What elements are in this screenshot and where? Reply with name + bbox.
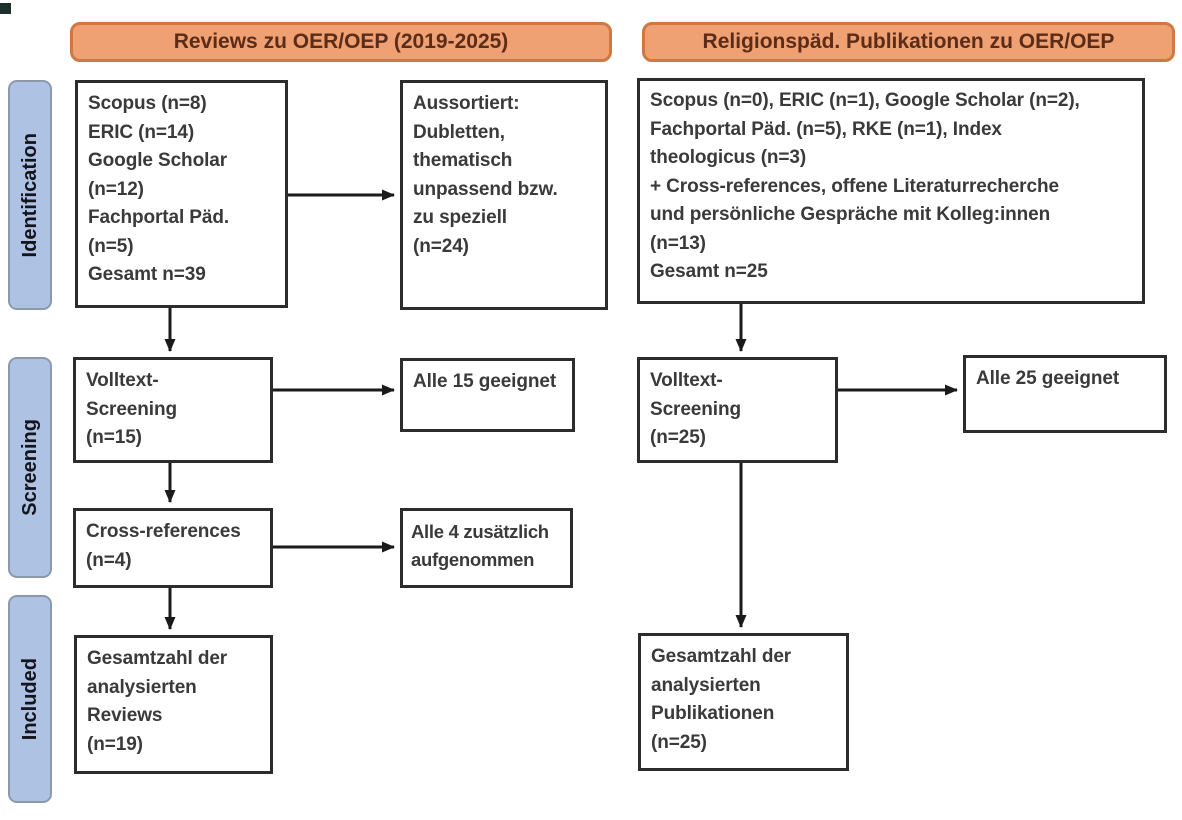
box-left-cross-references-result: Alle 4 zusätzlich aufgenommen <box>400 508 573 588</box>
box-left-cross-references: Cross-references (n=4) <box>73 508 273 588</box>
stage-included: Included <box>8 595 52 803</box>
box-left-fulltext-result: Alle 15 geeignet <box>400 358 575 432</box>
column-header-religionspaed: Religionspäd. Publikationen zu OER/OEP <box>642 22 1175 62</box>
corner-mark <box>0 3 11 14</box>
stage-included-label: Included <box>18 657 41 741</box>
box-right-fulltext-result: Alle 25 geeignet <box>963 355 1167 433</box>
column-header-reviews: Reviews zu OER/OEP (2019-2025) <box>70 22 612 62</box>
stage-screening-label: Screening <box>18 419 41 516</box>
box-left-sources: Scopus (n=8) ERIC (n=14) Google Scholar … <box>75 80 288 308</box>
box-right-included-total: Gesamtzahl der analysierten Publikatione… <box>638 633 849 771</box>
stage-screening: Screening <box>8 357 52 578</box>
box-left-excluded: Aussortiert: Dubletten, thematisch unpas… <box>400 80 608 310</box>
box-left-included-total: Gesamtzahl der analysierten Reviews (n=1… <box>74 635 273 774</box>
box-right-sources: Scopus (n=0), ERIC (n=1), Google Scholar… <box>637 78 1145 304</box>
box-left-fulltext-screening: Volltext- Screening (n=15) <box>73 357 273 463</box>
box-right-fulltext-screening: Volltext- Screening (n=25) <box>637 357 838 463</box>
stage-identification: Identification <box>8 80 52 310</box>
stage-identification-label: Identification <box>18 132 41 258</box>
